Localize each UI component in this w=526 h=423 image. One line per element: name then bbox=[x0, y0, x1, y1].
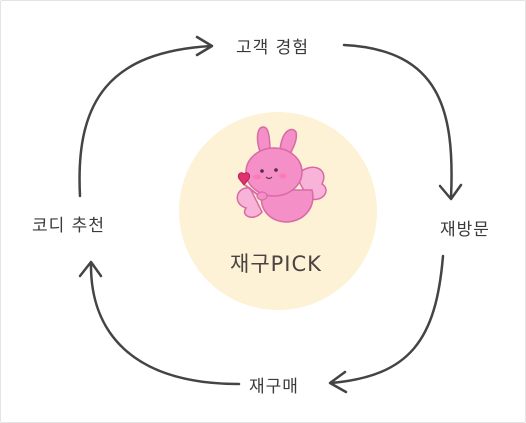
arrow-top-to-right-head bbox=[438, 183, 463, 201]
cycle-label-revisit: 재방문 bbox=[440, 220, 490, 240]
cycle-label-repurchase: 재구매 bbox=[249, 377, 299, 397]
center-title: 재구PICK bbox=[230, 252, 322, 276]
arrow-top-to-right bbox=[342, 43, 453, 200]
arrow-bottom-to-left-head bbox=[78, 260, 103, 278]
arrow-left-to-top-head bbox=[195, 35, 214, 57]
pink-bunny-cupid-icon bbox=[236, 126, 327, 223]
arrow-right-to-bottom bbox=[329, 254, 445, 385]
arrow-left-to-top bbox=[78, 44, 213, 198]
cycle-label-customer-experience: 고객 경험 bbox=[236, 38, 309, 58]
cycle-label-outfit-recommendation: 코디 추천 bbox=[32, 216, 105, 236]
arrow-bottom-to-left bbox=[89, 261, 241, 386]
arrow-right-to-bottom-head bbox=[328, 370, 348, 394]
